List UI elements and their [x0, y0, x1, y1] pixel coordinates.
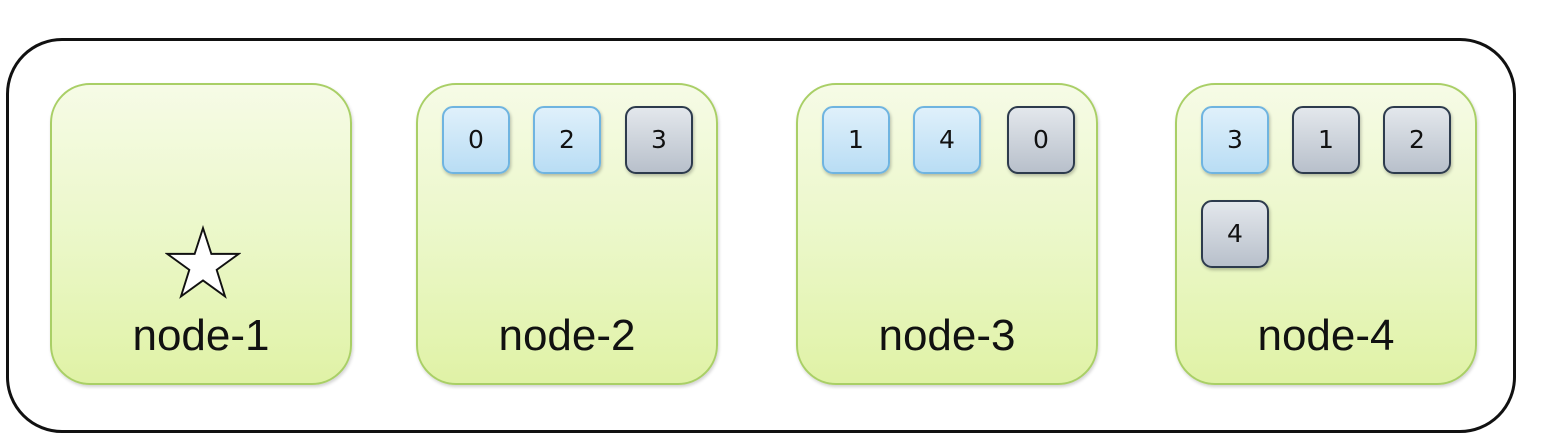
- replica-shard: 0: [1007, 106, 1075, 174]
- node-2-box: 0 2 3 node-2: [416, 83, 718, 385]
- replica-shard: 3: [625, 106, 693, 174]
- node-label: node-1: [132, 311, 270, 360]
- replica-shard: 4: [1201, 200, 1269, 268]
- primary-shard: 1: [822, 106, 890, 174]
- replica-shard: 1: [1292, 106, 1360, 174]
- node-label: node-3: [878, 311, 1016, 360]
- primary-shard: 2: [533, 106, 601, 174]
- node-3-box: 1 4 0 node-3: [796, 83, 1098, 385]
- node-1-box: node-1: [50, 83, 352, 385]
- star-icon: [165, 225, 241, 299]
- node-label: node-2: [498, 311, 636, 360]
- primary-shard: 4: [913, 106, 981, 174]
- node-label: node-4: [1257, 311, 1395, 360]
- node-4-box: 3 1 2 4 node-4: [1175, 83, 1477, 385]
- replica-shard: 2: [1383, 106, 1451, 174]
- primary-shard: 0: [442, 106, 510, 174]
- primary-shard: 3: [1201, 106, 1269, 174]
